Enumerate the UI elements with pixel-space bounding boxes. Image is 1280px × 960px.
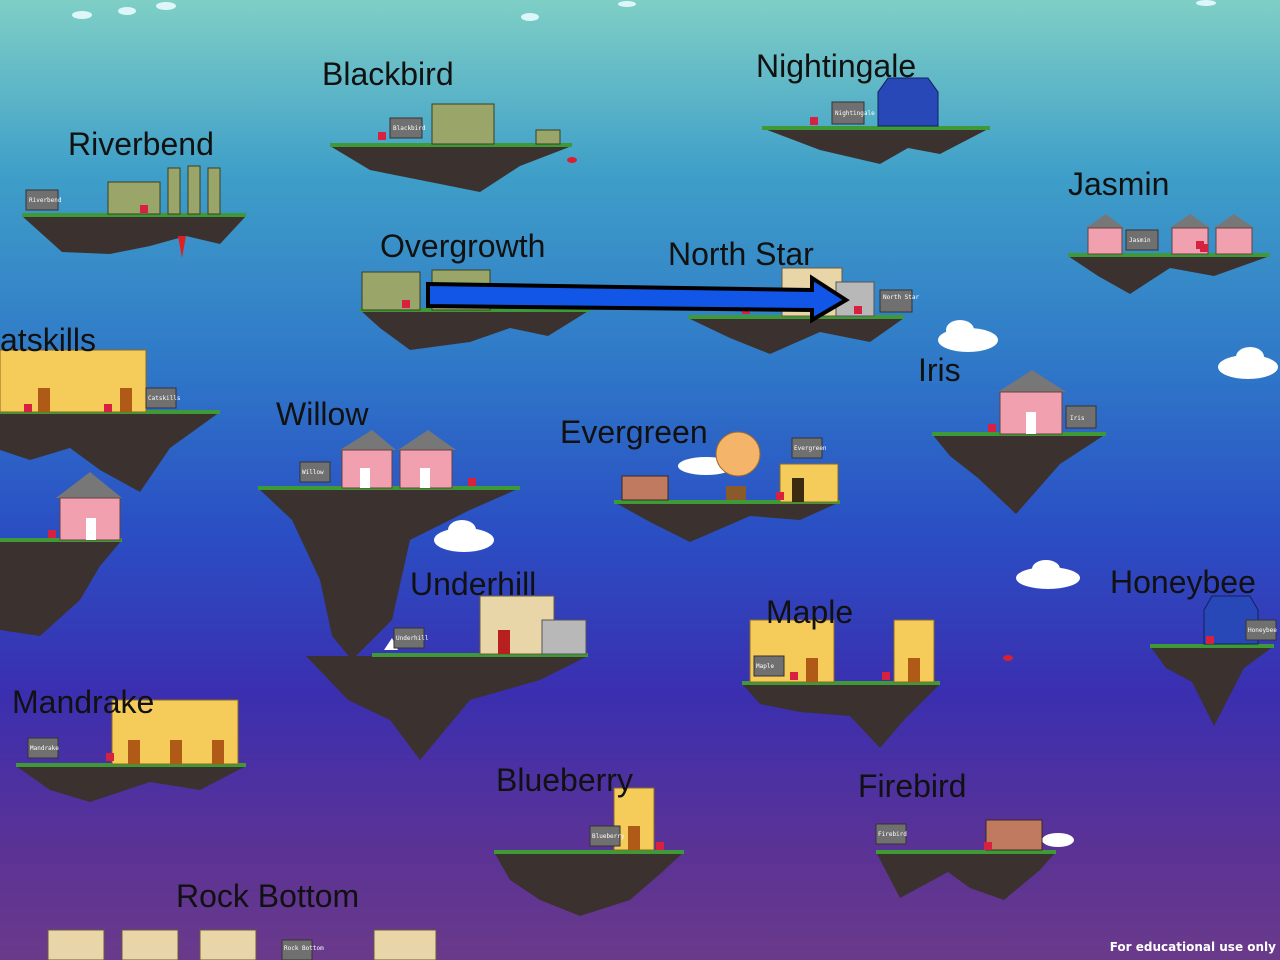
svg-text:Maple: Maple (756, 663, 774, 670)
island-label-mandrake[interactable]: Mandrake (12, 684, 155, 720)
green-bunkers (107, 103, 561, 311)
house (1086, 214, 1124, 255)
island-label-jasmin[interactable]: Jasmin (1068, 166, 1170, 202)
island-label-willow[interactable]: Willow (276, 396, 369, 432)
island-label-rock-bottom[interactable]: Rock Bottom (176, 878, 360, 914)
red-door (498, 630, 510, 654)
travel-arrow[interactable] (426, 274, 850, 324)
cloud (1016, 560, 1080, 589)
house (340, 430, 396, 489)
sign-nightingale: Nightingale (831, 101, 875, 125)
birds (567, 157, 1013, 661)
svg-text:Catskills: Catskills (148, 395, 181, 402)
house (56, 472, 122, 541)
sign-catskills: Catskills (145, 387, 181, 409)
svg-text:North Star: North Star (883, 294, 920, 301)
svg-text:Evergreen: Evergreen (794, 445, 827, 452)
svg-text:Iris: Iris (1070, 415, 1085, 422)
island-label-blueberry[interactable]: Blueberry (496, 762, 633, 798)
sign-riverbend: Riverbend (25, 189, 62, 211)
svg-text:Nightingale: Nightingale (835, 110, 875, 117)
stone-buildings (47, 267, 843, 960)
sign-evergreen: Evergreen (791, 437, 827, 459)
sign-mandrake: Mandrake (27, 737, 59, 759)
cloud (1218, 347, 1278, 379)
house (1214, 214, 1254, 255)
signs: Riverbend Blackbird Nightingale Jasmin N… (25, 101, 1277, 960)
sign-maple: Maple (753, 655, 785, 677)
island-label-blackbird[interactable]: Blackbird (322, 56, 454, 92)
svg-text:Firebird: Firebird (878, 831, 907, 838)
svg-text:Blueberry: Blueberry (592, 833, 625, 840)
island-label-iris[interactable]: Iris (918, 352, 961, 388)
island-label-firebird[interactable]: Firebird (858, 768, 967, 804)
svg-text:Willow: Willow (302, 469, 324, 476)
trucks (621, 475, 1043, 851)
sign-underhill: Underhill (393, 627, 429, 649)
cloud (938, 320, 998, 352)
svg-text:Jasmin: Jasmin (1129, 237, 1151, 244)
island-label-nightingale[interactable]: Nightingale (756, 48, 917, 84)
pink-houses (56, 214, 1254, 541)
clouds (434, 320, 1278, 847)
island-label-riverbend[interactable]: Riverbend (68, 126, 214, 162)
sign-blackbird: Blackbird (389, 117, 426, 139)
sign-honeybee: Honeybee (1245, 619, 1277, 641)
island-label-underhill[interactable]: Underhill (410, 566, 537, 602)
hot-air-balloon-icon[interactable] (715, 431, 761, 500)
sign-rock-bottom: Rock Bottom (281, 939, 324, 960)
svg-text:Blackbird: Blackbird (393, 125, 426, 132)
house (398, 430, 456, 489)
cloud (1042, 833, 1074, 847)
svg-text:Honeybee: Honeybee (1248, 627, 1277, 634)
sign-jasmin: Jasmin (1125, 229, 1159, 251)
island-label-north-star[interactable]: North Star (668, 236, 814, 272)
sky-sparkles (72, 0, 1216, 21)
blue-buildings (877, 77, 1259, 645)
svg-text:Underhill: Underhill (396, 635, 429, 642)
watermark: For educational use only (1109, 940, 1276, 954)
island-label-evergreen[interactable]: Evergreen (560, 414, 708, 450)
svg-text:Mandrake: Mandrake (30, 745, 59, 752)
island-label-catskills[interactable]: atskills (0, 322, 97, 358)
house (998, 370, 1066, 435)
sign-iris: Iris (1065, 405, 1097, 429)
doors (38, 388, 920, 850)
svg-text:Riverbend: Riverbend (29, 197, 62, 204)
sign-firebird: Firebird (875, 823, 907, 845)
island-label-overgrowth[interactable]: Overgrowth (380, 228, 546, 264)
island-label-maple[interactable]: Maple (766, 594, 854, 630)
sign-blueberry: Blueberry (589, 825, 625, 847)
island-rocks (0, 128, 1274, 916)
sign-north-star: North Star (879, 289, 920, 313)
island-label-honeybee[interactable]: Honeybee (1110, 564, 1256, 600)
svg-text:Rock Bottom: Rock Bottom (284, 945, 324, 952)
cloud (434, 520, 494, 552)
sign-willow: Willow (299, 461, 331, 483)
red-marker (178, 236, 186, 258)
